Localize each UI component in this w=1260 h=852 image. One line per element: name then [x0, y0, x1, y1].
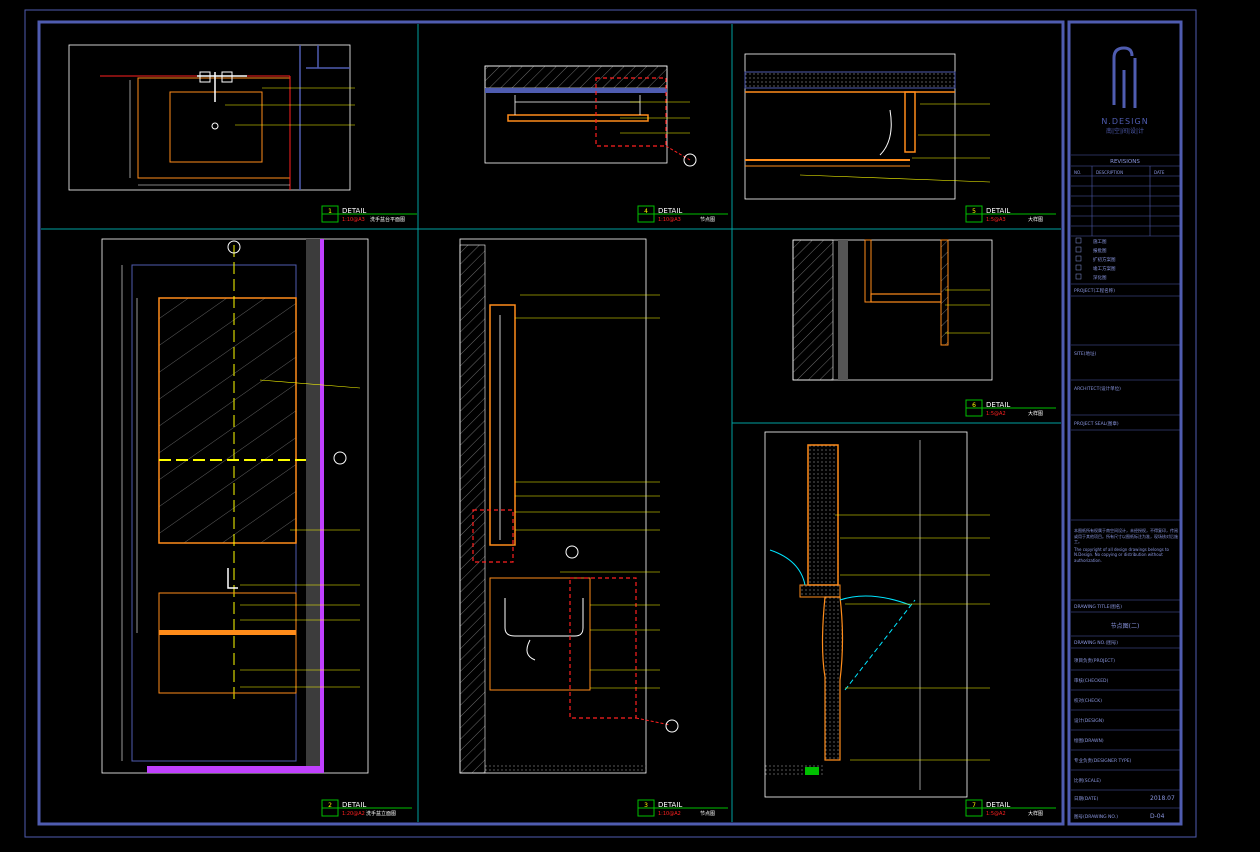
sheet-value: D-04 [1150, 813, 1165, 820]
detail-tag-4: 4 DETAIL 1:10@A3 节点图 [637, 205, 728, 223]
detail-name: 节点图 [700, 811, 715, 817]
detail-name: 节点图 [700, 217, 715, 223]
detail-tag-3: 3 DETAIL 1:10@A2 节点图 [637, 799, 728, 817]
panel-detail-7 [764, 431, 990, 798]
detail-num: 6 [972, 402, 976, 409]
panel-detail-6 [792, 239, 993, 381]
detail-label: DETAIL [986, 801, 1010, 809]
detail-tag-6: 6 DETAIL 1:5@A2 大样图 [965, 399, 1056, 417]
detail-name: 洗手盆立面图 [366, 810, 396, 817]
drawing-title: 节点图(二) [1111, 622, 1140, 630]
checklist-item: 报批图 [1093, 247, 1107, 254]
detail-tag-1: 1 DETAIL 1:10@A3 洗手盆台平面图 [321, 205, 417, 223]
panel-detail-3 [459, 238, 679, 774]
architect-label: ARCHITECT(设计单位) [1074, 385, 1121, 392]
tb-row: 比例(SCALE) [1074, 777, 1101, 784]
tb-row: 绘图(DRAWN) [1074, 737, 1104, 744]
detail-tag-7: 7 DETAIL 1:5@A2 大样图 [965, 799, 1056, 817]
rev-col-description: DESCRIPTION [1096, 170, 1123, 175]
detail-scale: 1:5@A3 [986, 217, 1006, 223]
detail-num: 4 [644, 208, 648, 215]
detail-name: 大样图 [1028, 810, 1043, 817]
rev-col-no: NO. [1074, 170, 1081, 175]
detail-scale: 1:10@A3 [342, 217, 365, 223]
detail-num: 5 [972, 208, 976, 215]
detail-scale: 1:5@A2 [986, 411, 1006, 417]
drawing-no-label: DRAWING NO.(图号) [1074, 640, 1118, 646]
detail-tag-2: 2 DETAIL 1:20@A2 洗手盆立面图 [321, 799, 412, 817]
detail-label: DETAIL [986, 401, 1010, 409]
detail-name: 洗手盆台平面图 [370, 216, 405, 223]
brand-logo-icon [1112, 46, 1137, 108]
tb-row: 日期(DATE) [1074, 796, 1098, 802]
detail-scale: 1:20@A2 [342, 811, 365, 817]
brand-name: N.DESIGN [1101, 117, 1148, 126]
detail-label: DETAIL [986, 207, 1010, 215]
detail-scale: 1:10@A2 [658, 811, 681, 817]
panel-detail-2 [101, 238, 369, 774]
note-cn: 本图纸所有权属于南空间设计，未经授权，不得复印，传阅或用于其他项目。所有尺寸以图… [1074, 528, 1178, 544]
tb-row: 专业负责(DESIGNER TYPE) [1074, 757, 1132, 764]
outer-border [24, 9, 1197, 838]
date-value: 2018.07 [1150, 795, 1175, 802]
tb-row: 图号(DRAWING NO.) [1074, 814, 1118, 820]
detail-scale: 1:10@A3 [658, 217, 681, 223]
note-en: The copyright of all design drawings bel… [1074, 546, 1169, 563]
revisions-header: REVISIONS [1110, 159, 1140, 165]
panel-dividers [41, 24, 1061, 822]
tb-row: 设计(DESIGN) [1074, 717, 1104, 724]
panel-detail-5 [744, 53, 991, 200]
detail-num: 1 [328, 208, 332, 215]
checklist-item: 深化图 [1093, 274, 1107, 281]
drawing-area-border [37, 20, 1065, 826]
detail-label: DETAIL [658, 801, 682, 809]
detail-label: DETAIL [342, 207, 366, 215]
seal-label: PROJECT SEAL(图章) [1074, 420, 1119, 427]
tb-row: 审核(CHECKED) [1074, 677, 1109, 684]
detail-tag-5: 5 DETAIL 1:5@A3 大样图 [965, 205, 1056, 223]
detail-name: 大样图 [1028, 216, 1043, 223]
detail-name: 大样图 [1028, 410, 1043, 417]
detail-num: 2 [328, 802, 332, 809]
detail-label: DETAIL [658, 207, 682, 215]
panel-detail-1 [68, 44, 355, 191]
tb-row: 校对(CHECK) [1074, 697, 1102, 704]
tb-row: 项目负责(PROJECT) [1074, 657, 1115, 664]
detail-label: DETAIL [342, 801, 366, 809]
checklist-item: 施工图 [1093, 238, 1107, 245]
checklist: 施工图 报批图 扩初方案图 竣工方案图 深化图 [1075, 237, 1116, 281]
site-label: SITE(地址) [1074, 350, 1097, 357]
detail-num: 7 [972, 802, 976, 809]
checklist-item: 扩初方案图 [1093, 256, 1116, 263]
rev-col-date: DATE [1154, 170, 1165, 175]
detail-num: 3 [644, 802, 648, 809]
brand-subtitle: 南|空|间|设|计 [1106, 127, 1144, 135]
title-block: N.DESIGN 南|空|间|设|计 [1071, 46, 1180, 820]
drawing-title-label: DRAWING TITLE(图名) [1074, 603, 1122, 610]
checklist-item: 竣工方案图 [1093, 265, 1116, 272]
detail-scale: 1:5@A2 [986, 811, 1006, 817]
title-block-border [1067, 20, 1183, 826]
project-label: PROJECT(工程名称) [1074, 287, 1115, 294]
panel-detail-4 [484, 65, 697, 167]
